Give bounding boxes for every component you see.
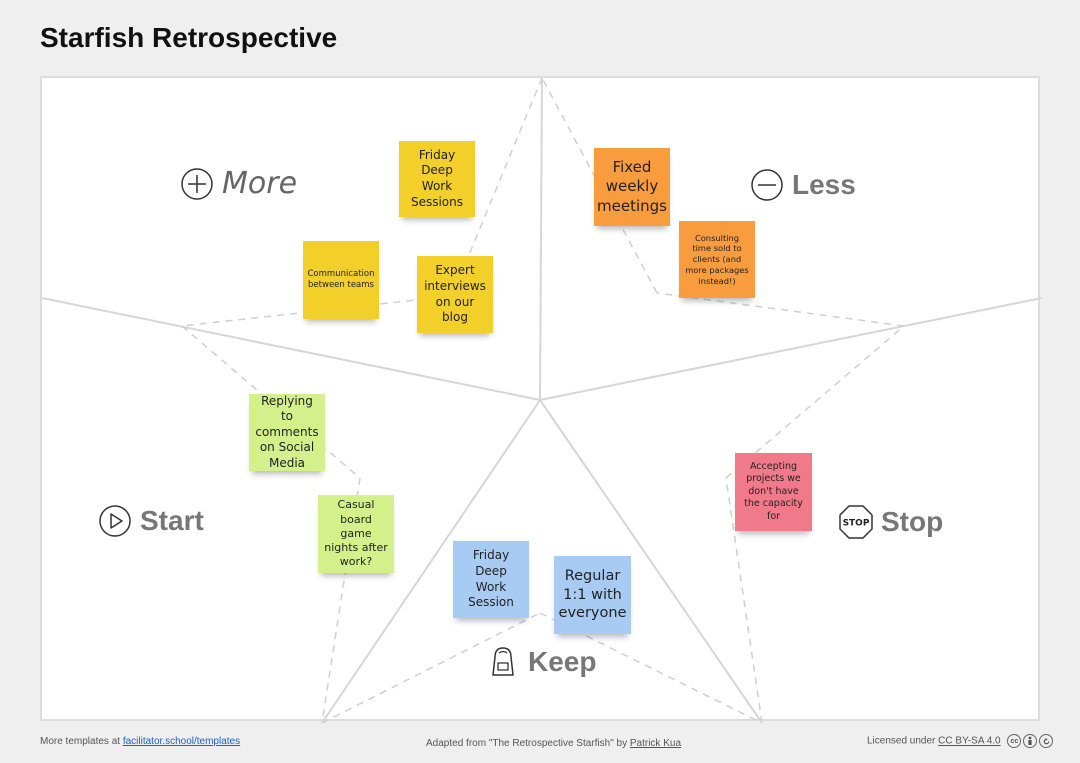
section-start-text: Start bbox=[140, 505, 204, 536]
sticky-note[interactable]: Casual board game nights after work? bbox=[318, 495, 394, 573]
sticky-note[interactable]: Regular 1:1 with everyone bbox=[554, 556, 631, 634]
sa-icon bbox=[1039, 734, 1054, 748]
sticky-note[interactable]: Accepting projects we don't have the cap… bbox=[735, 453, 812, 531]
footer-left: More templates at facilitator.school/tem… bbox=[40, 736, 240, 747]
note-text: Expert interviews on our blog bbox=[424, 263, 486, 325]
footer-right: Licensed under CC BY-SA 4.0 cc bbox=[867, 734, 1054, 748]
note-text: Communication between teams bbox=[307, 268, 375, 290]
note-text: Friday Deep Work Session bbox=[468, 548, 514, 610]
section-start-label: Start bbox=[98, 504, 204, 538]
minus-circle-icon bbox=[750, 168, 784, 202]
sticky-note[interactable]: Expert interviews on our blog bbox=[417, 256, 493, 333]
note-text: Consulting time sold to clients (and mor… bbox=[685, 232, 749, 286]
note-text: Casual board game nights after work? bbox=[324, 498, 388, 569]
footer-center-text: Adapted from "The Retrospective Starfish… bbox=[426, 738, 628, 749]
starfish-board[interactable]: More Less Start STOP Stop Keep Friday De… bbox=[40, 76, 1042, 723]
sticky-note[interactable]: Communication between teams bbox=[303, 241, 379, 319]
footer-center: Adapted from "The Retrospective Starfish… bbox=[426, 738, 681, 749]
stop-sign-text: STOP bbox=[843, 519, 870, 529]
note-text: Accepting projects we don't have the cap… bbox=[744, 461, 803, 522]
plus-circle-icon bbox=[180, 167, 214, 201]
sticky-note[interactable]: Replying to comments on Social Media bbox=[249, 394, 325, 471]
sticky-note[interactable]: Fixed weekly meetings bbox=[594, 148, 670, 226]
license-link[interactable]: CC BY-SA 4.0 bbox=[938, 735, 1001, 747]
page-title: Starfish Retrospective bbox=[40, 22, 338, 53]
cc-icon: cc bbox=[1007, 734, 1022, 748]
backpack-icon bbox=[486, 645, 520, 679]
footer-left-text: More templates at bbox=[40, 736, 121, 747]
author-link[interactable]: Patrick Kua bbox=[629, 738, 682, 749]
section-stop-text: Stop bbox=[881, 506, 944, 537]
sticky-note[interactable]: Consulting time sold to clients (and mor… bbox=[679, 221, 755, 298]
section-more-text: More bbox=[222, 166, 298, 201]
license-icons: cc bbox=[1007, 734, 1054, 748]
note-text: Friday Deep Work Sessions bbox=[410, 147, 464, 209]
section-more-label: More bbox=[180, 166, 297, 201]
section-less-text: Less bbox=[792, 169, 856, 200]
section-stop-label: STOP Stop bbox=[839, 505, 943, 539]
note-text: Regular 1:1 with everyone bbox=[558, 567, 627, 622]
templates-link[interactable]: facilitator.school/templates bbox=[122, 736, 241, 747]
play-circle-icon bbox=[98, 504, 132, 538]
section-keep-text: Keep bbox=[528, 646, 597, 677]
sticky-note[interactable]: Friday Deep Work Sessions bbox=[399, 141, 475, 217]
section-less-label: Less bbox=[750, 168, 856, 202]
note-text: Replying to comments on Social Media bbox=[255, 393, 319, 470]
by-icon bbox=[1023, 734, 1038, 748]
footer-right-text: Licensed under bbox=[867, 735, 936, 747]
section-keep-label: Keep bbox=[486, 645, 596, 679]
note-text: Fixed weekly meetings bbox=[597, 157, 667, 215]
stop-sign-icon: STOP bbox=[839, 505, 873, 539]
sticky-note[interactable]: Friday Deep Work Session bbox=[453, 541, 529, 618]
